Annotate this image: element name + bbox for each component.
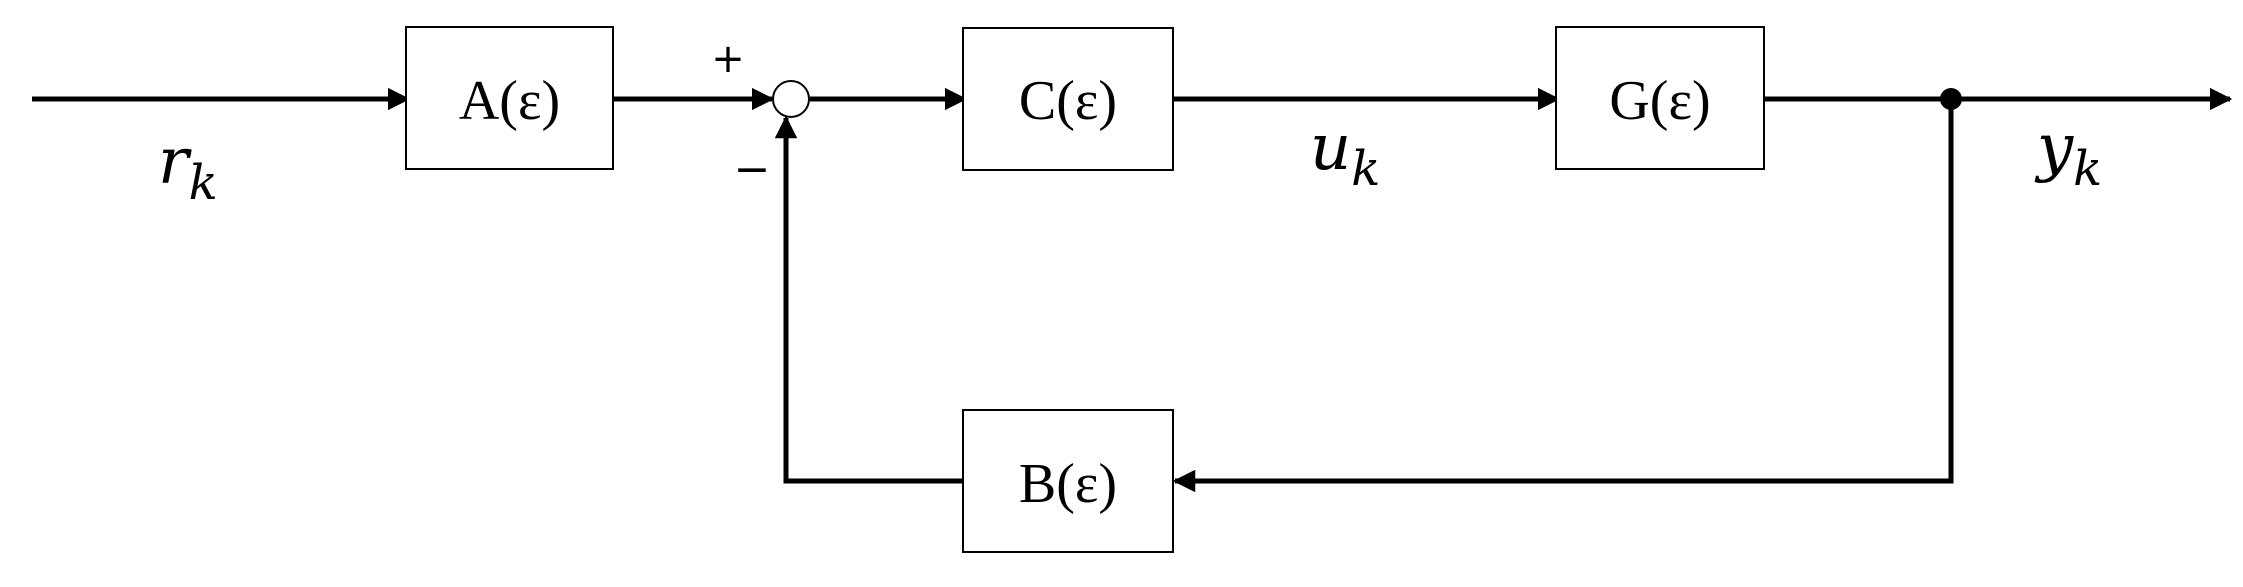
block-c-label: C(ε) [1019,70,1117,132]
plus-sign: + [711,36,745,82]
block-b: B(ε) [962,409,1174,553]
signal-label-u: uk [1310,111,1380,197]
block-a-label: A(ε) [459,70,560,132]
signal-r-subscript: k [189,155,218,211]
block-g-label: G(ε) [1609,70,1710,132]
signal-y-main: y [2034,111,2074,185]
signal-label-y: yk [2034,111,2102,197]
feedback-path-to-b [1172,99,1954,493]
signal-y-subscript: k [2073,141,2102,197]
block-b-label: B(ε) [1019,453,1117,515]
signal-u-subscript: k [1351,141,1380,197]
minus-sign: − [734,144,771,195]
signal-r-main: r [158,125,192,199]
signal-u-main: u [1310,111,1351,185]
takeoff-point [1940,88,1962,110]
block-c: C(ε) [962,27,1174,171]
summing-junction [772,80,810,118]
block-a: A(ε) [405,26,614,170]
block-g: G(ε) [1555,26,1765,170]
signal-label-r: rk [158,125,218,211]
feedback-path-b-to-sum [774,115,963,484]
